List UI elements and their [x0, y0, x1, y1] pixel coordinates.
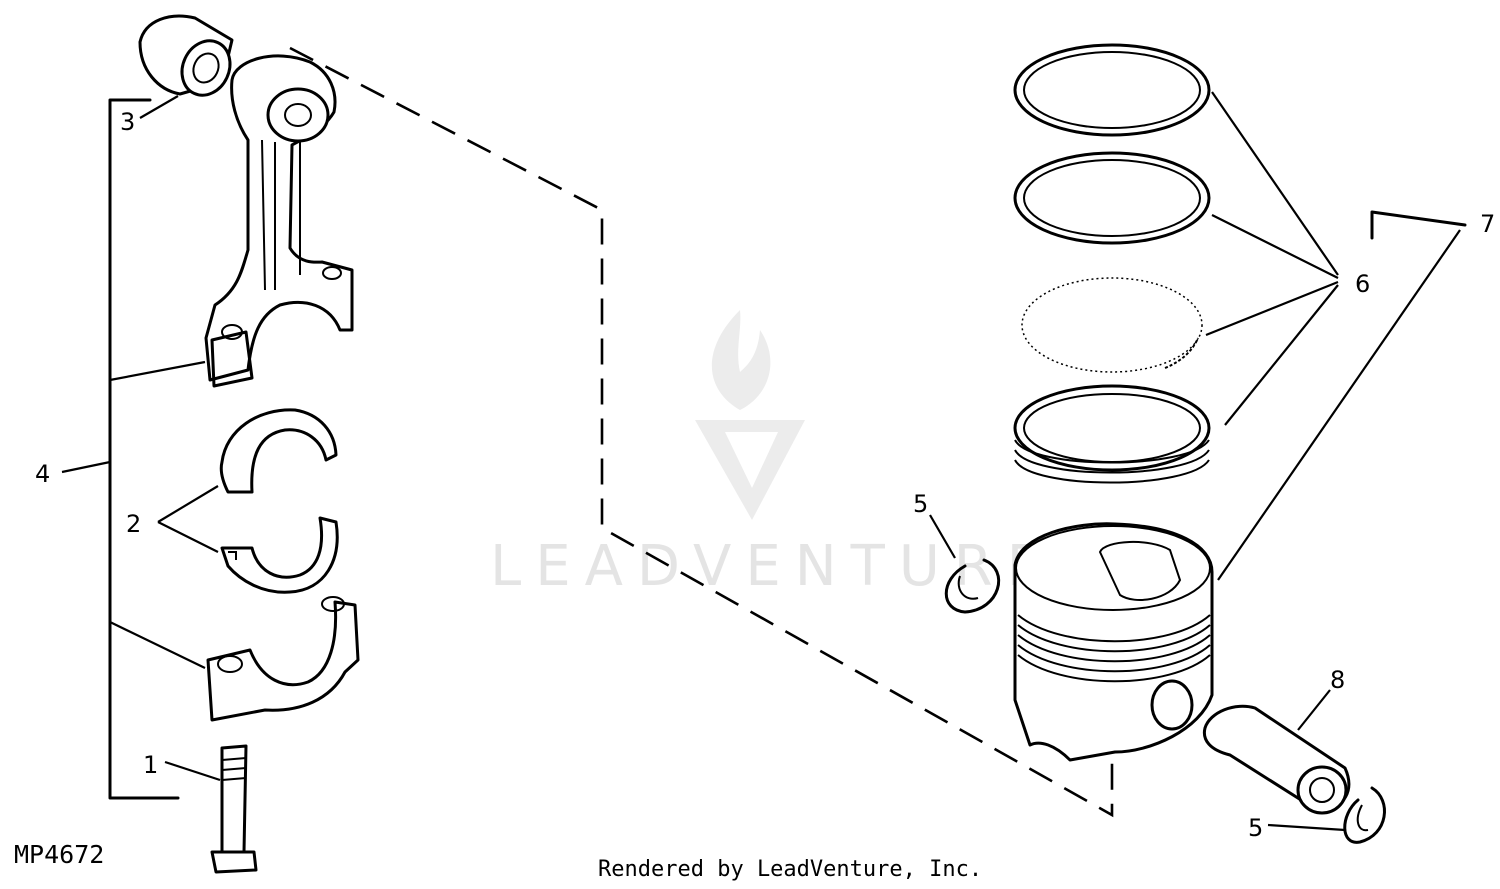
piston	[1013, 229, 1461, 762]
oil-ring	[1013, 384, 1211, 484]
figure-id: MP4672	[14, 840, 104, 869]
piston-ring-1	[1013, 43, 1211, 137]
rod-bearing-upper	[219, 408, 338, 494]
callout-1: 1	[143, 751, 158, 779]
callout-3: 3	[120, 108, 135, 136]
callout-8: 8	[1330, 666, 1345, 694]
snap-ring-bottom	[1267, 786, 1386, 844]
credit-text: Rendered by LeadVenture, Inc.	[598, 857, 982, 882]
flame-logo-icon	[695, 310, 805, 520]
piston-pin-bushing	[138, 14, 234, 119]
rings-leader-lines	[1205, 91, 1339, 426]
callout-4: 4	[35, 460, 50, 488]
connecting-rod	[204, 54, 354, 388]
rod-bearing-lower	[157, 485, 339, 594]
callout-5-clip-bottom: 5	[1248, 814, 1263, 842]
callout-6: 6	[1355, 270, 1370, 298]
callout-5-clip-left: 5	[913, 490, 928, 518]
watermark-text: LEADVENTURE	[490, 534, 1056, 599]
watermark: LEADVENTURE	[490, 310, 1056, 599]
piston-ring-2	[1013, 151, 1211, 245]
callout-labels: 1 2 3 4 5 5 6 7 8	[35, 108, 1495, 842]
callout-2: 2	[126, 510, 141, 538]
piston-pin	[1202, 689, 1351, 815]
callout-7: 7	[1480, 210, 1495, 238]
rod-cap	[206, 596, 360, 722]
oil-ring-expander	[1021, 277, 1203, 373]
assembly-bracket-4	[61, 98, 206, 800]
snap-ring-left	[929, 514, 1001, 614]
alignment-dashed-line	[289, 46, 1114, 818]
assembly-bracket-7	[1370, 210, 1467, 240]
rod-bolt	[164, 744, 258, 874]
